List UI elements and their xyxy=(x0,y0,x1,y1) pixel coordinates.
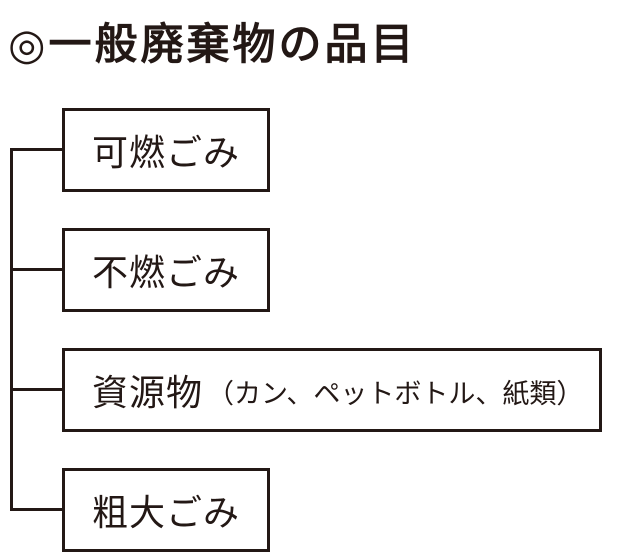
tree-connector-line-1 xyxy=(10,148,65,151)
node-note: （カン、ペットボトル、紙類） xyxy=(207,378,584,410)
node-recyclables: 資源物 （カン、ペットボトル、紙類） xyxy=(62,348,602,432)
tree-trunk-line xyxy=(10,148,13,511)
node-label: 粗大ごみ xyxy=(92,493,241,534)
node-label: 資源物 xyxy=(92,373,204,414)
page-title: ◎一般廃棄物の品目 xyxy=(8,20,417,70)
node-nonburnable-waste: 不燃ごみ xyxy=(62,228,270,312)
node-label: 不燃ごみ xyxy=(92,253,241,294)
node-label: 可燃ごみ xyxy=(92,133,241,174)
node-bulky-waste: 粗大ごみ xyxy=(62,468,270,552)
tree-connector-line-4 xyxy=(10,508,65,511)
tree-connector-line-3 xyxy=(10,388,65,391)
node-burnable-waste: 可燃ごみ xyxy=(62,108,270,192)
tree-connector-line-2 xyxy=(10,268,65,271)
